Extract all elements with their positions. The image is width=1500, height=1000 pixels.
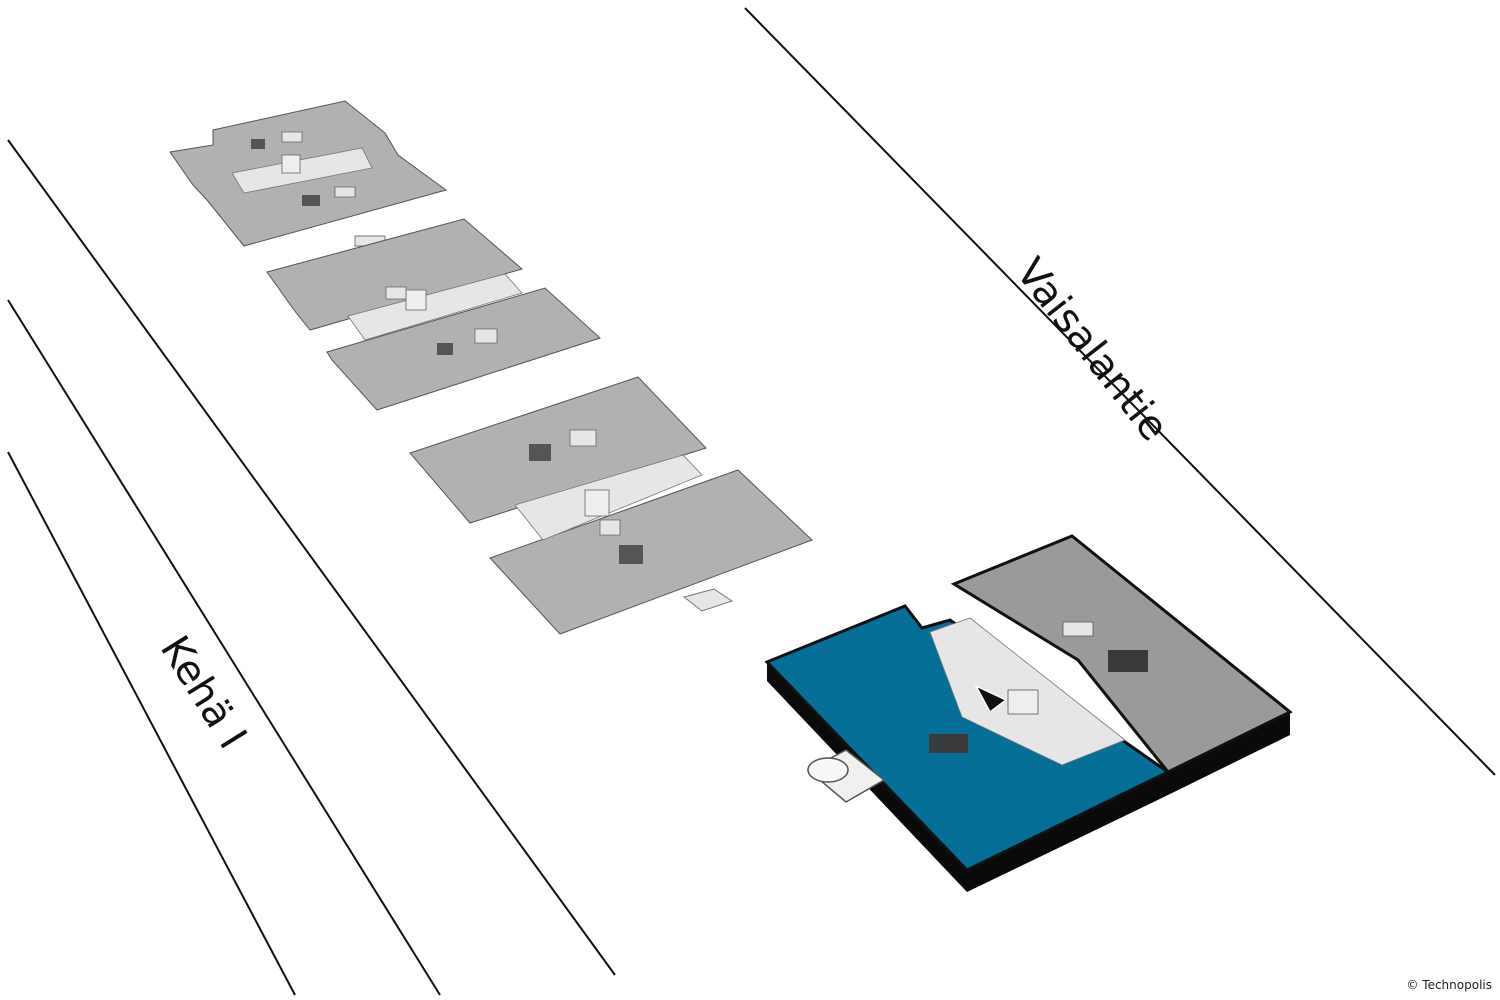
- floor-4-corridor: [231, 147, 373, 194]
- floor-1-plan[interactable]: [764, 534, 1293, 892]
- floor-3-elevator-icon: [405, 289, 427, 311]
- you-are-here-marker: [974, 684, 1008, 714]
- floor-3-shaft-icon: [437, 343, 453, 355]
- floor-2-slab-front: [489, 469, 813, 635]
- floor-4-plan[interactable]: [169, 100, 448, 247]
- floor-2-plan[interactable]: [409, 376, 813, 635]
- floor-3-stair-icon-2: [474, 328, 498, 344]
- keha-road-line-middle: [7, 299, 441, 996]
- keha-road-line-inner: [7, 451, 296, 996]
- floor-1-shaft-icon-2: [1108, 650, 1148, 672]
- floor-2-shaft-icon: [529, 444, 551, 461]
- copyright-notice: © Technopolis: [1406, 978, 1492, 992]
- floor-3-slab-front: [326, 287, 601, 411]
- floor-1-elevator-icon: [1007, 689, 1039, 715]
- floor-1-entrance: [806, 749, 886, 803]
- floor-4-elevator-icon: [281, 154, 301, 174]
- floor-1-entrance-stair-icon: [807, 757, 849, 783]
- floor-2-elevator-icon: [584, 489, 610, 517]
- floor-3-stair-icon: [385, 286, 407, 300]
- floor-2-slab-back: [409, 376, 707, 524]
- floor-1-stair-icon: [1062, 621, 1094, 637]
- floor-3-plan[interactable]: [266, 218, 601, 411]
- floor-4-shaft-icon: [251, 139, 265, 149]
- road-lines: [7, 7, 1496, 996]
- floor-2-shaft-icon-2: [619, 545, 643, 564]
- vaisalantie-road-line: [744, 7, 1496, 776]
- floor-2-stair-icon-2: [599, 519, 621, 536]
- floor-1-shaft-icon: [929, 734, 968, 753]
- floor-2-bridge: [682, 588, 734, 612]
- floor-3-corridor: [347, 273, 523, 341]
- floor-2-stair-icon: [569, 429, 597, 447]
- keha-road-line-outer: [7, 139, 616, 976]
- floor-4-stair-icon: [281, 131, 303, 143]
- floor-4-shaft-icon-2: [302, 195, 320, 206]
- floor-4-stair-icon-2: [334, 186, 356, 198]
